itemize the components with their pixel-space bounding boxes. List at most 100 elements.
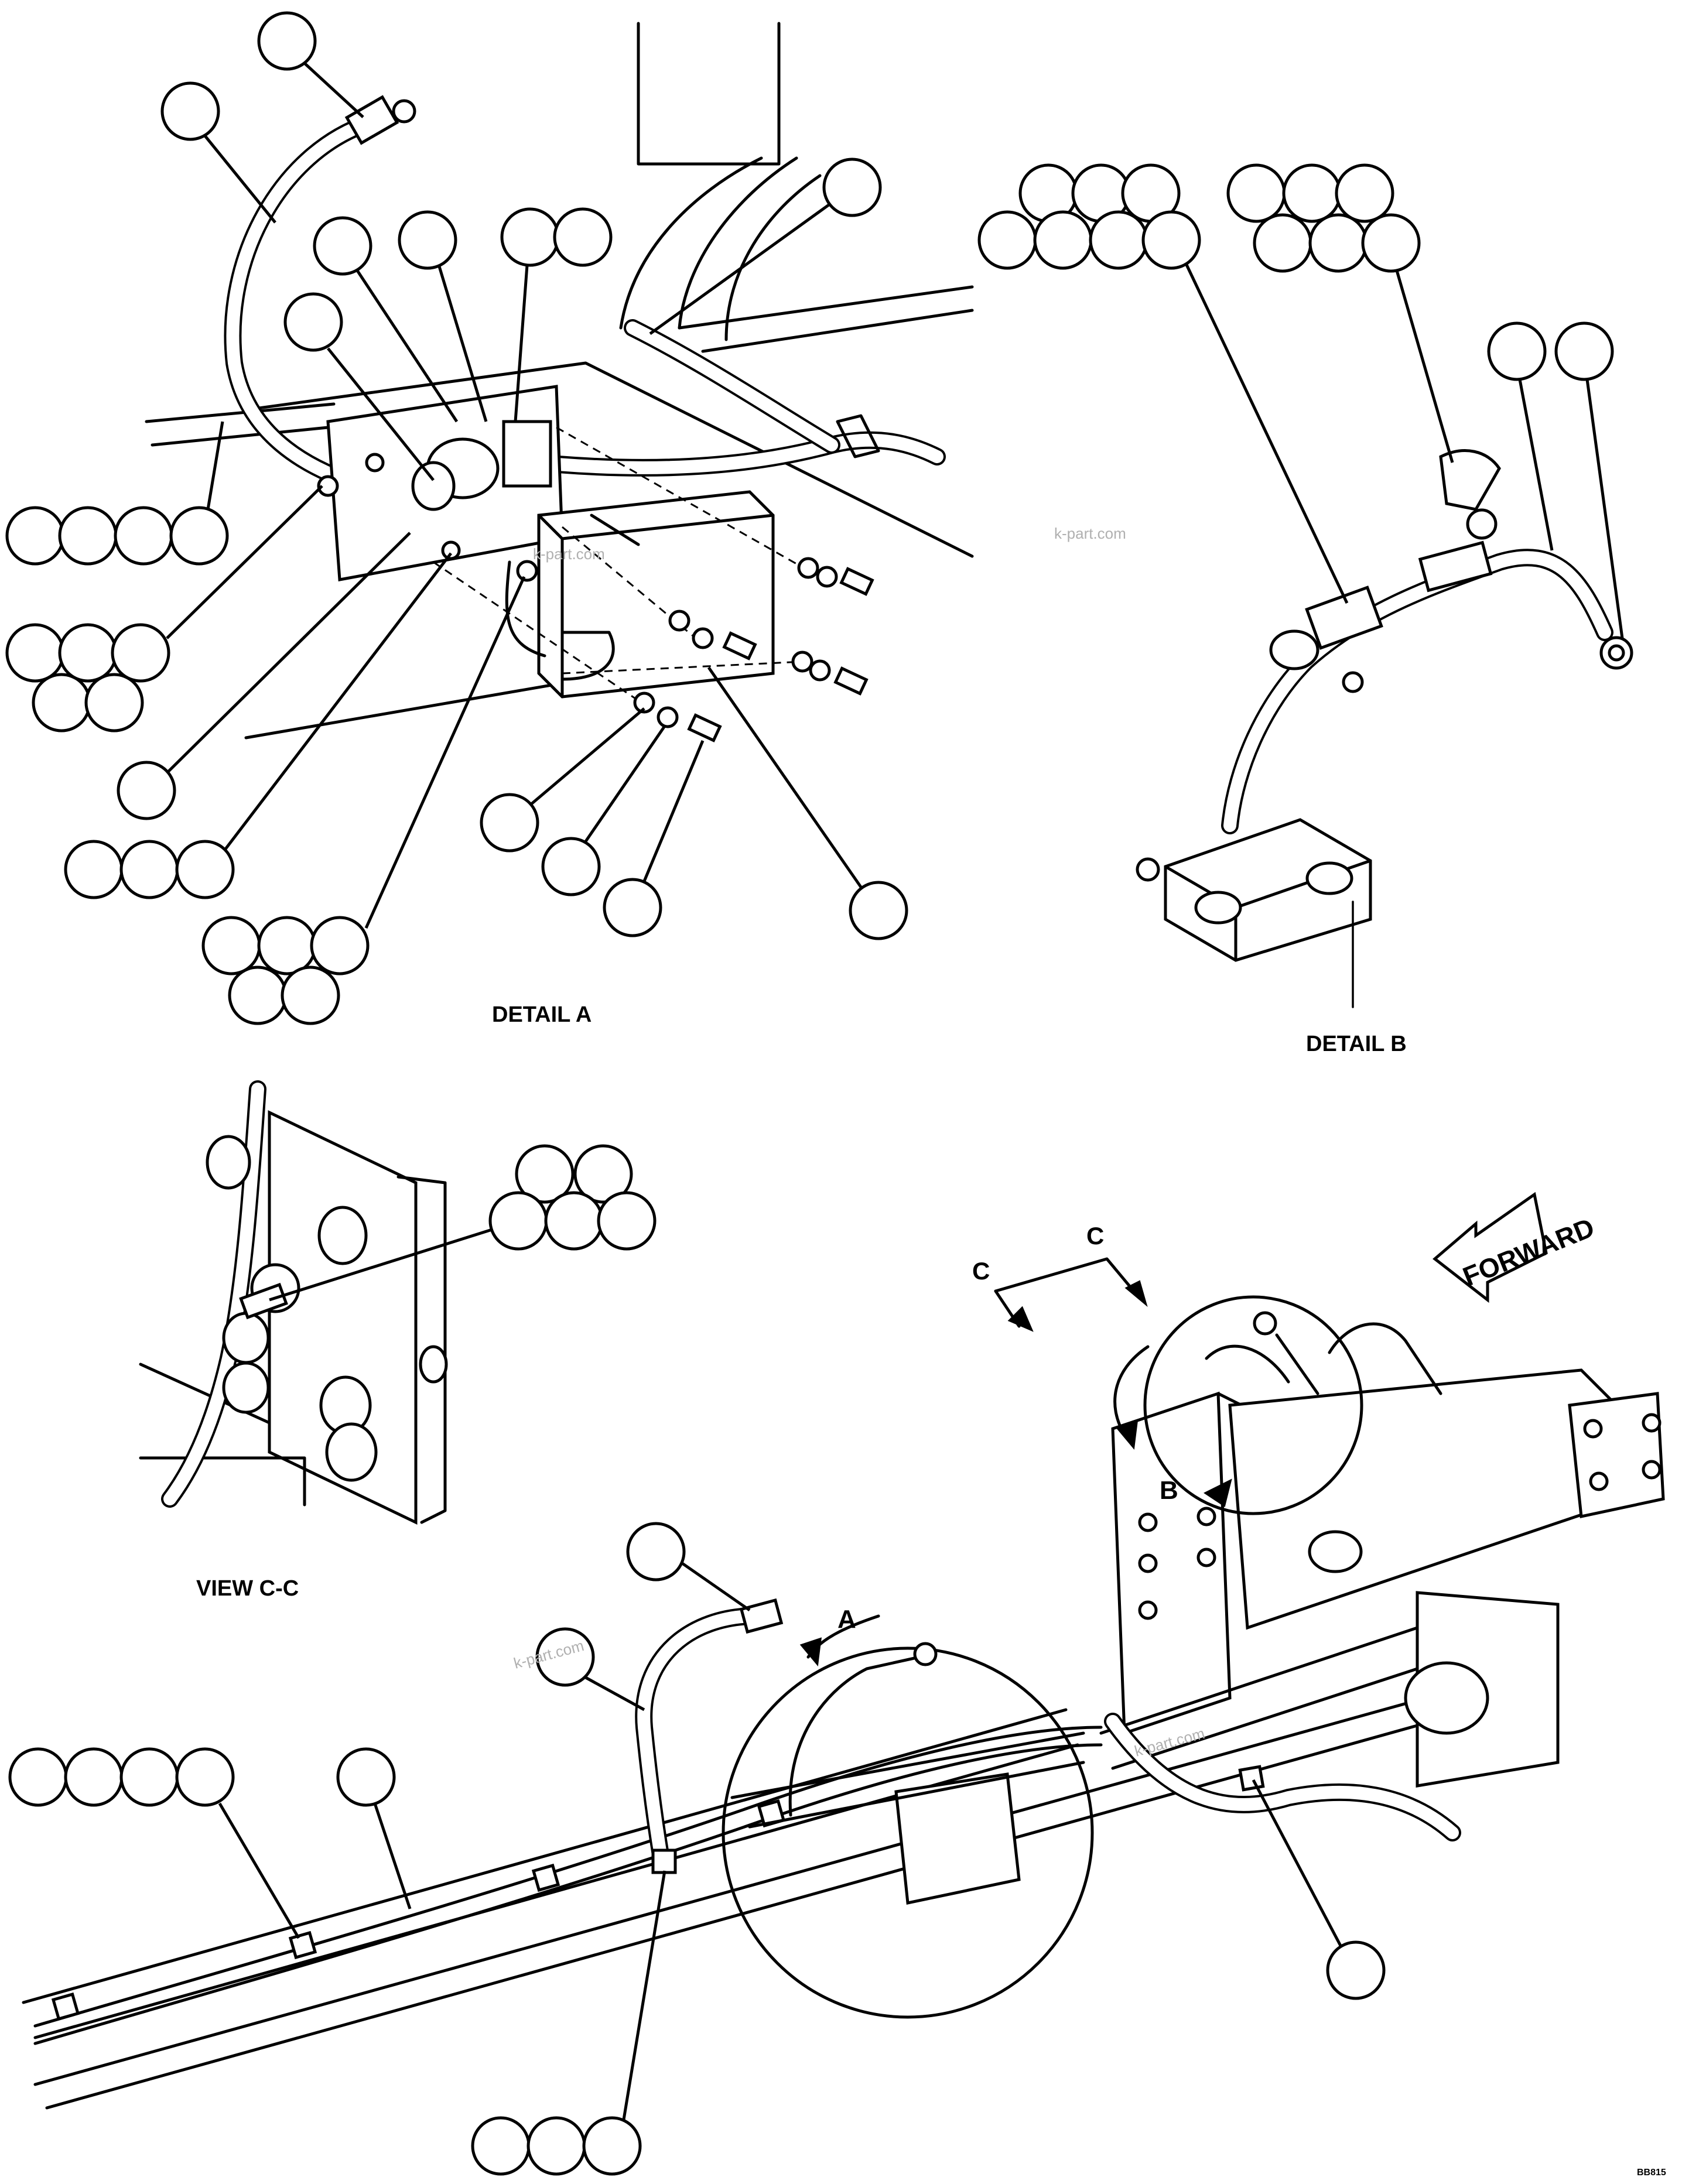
callout: [1326, 1940, 1386, 2000]
callout: [283, 292, 343, 352]
mount-bolt: [1342, 671, 1364, 693]
fuse-holder: [1305, 586, 1383, 650]
callout-group-cc: [488, 1144, 657, 1251]
wire-connector: [516, 560, 538, 582]
fastener-set-3: [791, 651, 869, 696]
ground-stud: [441, 540, 461, 560]
pivot-pin: [1308, 1530, 1363, 1573]
section-line: [994, 1257, 1138, 1296]
callout-group-b-2: [1226, 163, 1421, 273]
cable-grommet: [1269, 629, 1319, 670]
callout-group-left-4: [201, 916, 370, 1025]
grease-fitting: [1136, 857, 1160, 882]
solenoid-cap: [411, 461, 456, 511]
plate-screw: [365, 453, 385, 473]
callout: [160, 81, 220, 141]
callout: [822, 158, 882, 217]
callout: [117, 761, 176, 820]
cover-notch: [560, 631, 615, 681]
callout: [535, 1627, 595, 1687]
view-cc-caption: VIEW C-C: [196, 1576, 299, 1601]
cover-edges: [537, 514, 775, 699]
detail-b: DETAIL B k-part.com: [977, 163, 1633, 1056]
watermark: k-part.com: [533, 545, 605, 563]
cable-clamp: [239, 1282, 288, 1320]
arm-eye: [1328, 1322, 1442, 1395]
detail-a-ref: A: [837, 1605, 856, 1634]
short-lead: [505, 560, 546, 658]
callout-group-left-1: [5, 506, 229, 566]
callout: [603, 878, 662, 937]
section-c-right: C: [1086, 1222, 1104, 1250]
loop-clamp: [1439, 449, 1501, 511]
cable-p-clip: [651, 1848, 677, 1874]
callout-group-main-2: [471, 2116, 642, 2176]
detail-a-preview-cable: [788, 1655, 921, 1817]
forward-arrow: [1433, 1192, 1548, 1303]
fastener-set-4: [633, 692, 722, 742]
boom-cable-clip: [1238, 1765, 1265, 1792]
detail-b-arrow: [1113, 1345, 1150, 1436]
frame-upright: [637, 22, 781, 166]
main-assembly: FORWARD C C: [8, 1192, 1665, 2176]
detail-a-caption: DETAIL A: [492, 1002, 592, 1027]
cable-terminal: [344, 95, 399, 145]
callout: [336, 1747, 396, 1807]
section-c-left: C: [972, 1257, 990, 1285]
fitting-stack: [206, 1135, 448, 1482]
detail-a-circle: [722, 1646, 1094, 2019]
callout: [500, 207, 560, 267]
callout: [313, 216, 372, 276]
detail-b-circle: [1143, 1295, 1363, 1515]
boom-end-bore: [1404, 1661, 1489, 1735]
fastener-set-1: [797, 557, 874, 596]
cover-box: [537, 490, 775, 699]
tube: [145, 402, 336, 447]
detail-b-ref: B: [1160, 1476, 1178, 1505]
callout: [480, 793, 539, 853]
cover-slot: [590, 514, 640, 546]
hose-bundle-2: [724, 174, 822, 341]
watermark: k-part.com: [1133, 1724, 1206, 1760]
figure-code: BB815: [1637, 2168, 1666, 2178]
watermark: k-part.com: [1054, 525, 1126, 542]
relay: [502, 420, 552, 488]
bushing: [1305, 861, 1353, 895]
bolt-pattern: [1138, 1413, 1662, 1620]
boom-rails: [22, 1661, 1560, 2110]
boom-edge: [244, 361, 974, 740]
callout: [626, 1522, 686, 1581]
callout-group-left-3: [64, 840, 235, 899]
valve-block-side: [396, 1175, 447, 1524]
clamp-bolt: [1466, 508, 1498, 540]
hose-bundle: [619, 156, 798, 330]
view-cc: VIEW C-C: [139, 1080, 657, 1601]
callout: [257, 11, 317, 71]
arm-end-plate: [1568, 1392, 1665, 1519]
terminal-eye: [392, 99, 416, 124]
callout: [849, 881, 908, 940]
callout: [1487, 321, 1547, 381]
callout-group-main-1: [8, 1747, 235, 1807]
cable-fitting: [317, 475, 339, 497]
boom-head-plate: [1111, 1391, 1232, 1735]
mount-block: [1164, 818, 1372, 962]
fastener-set-2: [668, 610, 757, 660]
inline-connector: [1418, 540, 1493, 593]
detail-a: DETAIL A k-part.com: [5, 11, 974, 1027]
detail-a-preview-box: [894, 1772, 1021, 1905]
detail-b-caption: DETAIL B: [1306, 1032, 1407, 1056]
callout: [1554, 321, 1614, 381]
boom-body: [1099, 1626, 1419, 1770]
p-clamp: [836, 414, 880, 458]
detail-a-preview-rails: [730, 1731, 1085, 1829]
harness-clips: [51, 1799, 786, 2021]
callout-group-left-2: [5, 623, 170, 732]
callout: [541, 837, 601, 896]
detail-b-preview: [1205, 1333, 1319, 1395]
callout-group-b-1: [977, 163, 1201, 270]
terminal-lug: [739, 1598, 784, 1634]
callout: [553, 207, 613, 267]
upper-rail: [678, 285, 974, 353]
